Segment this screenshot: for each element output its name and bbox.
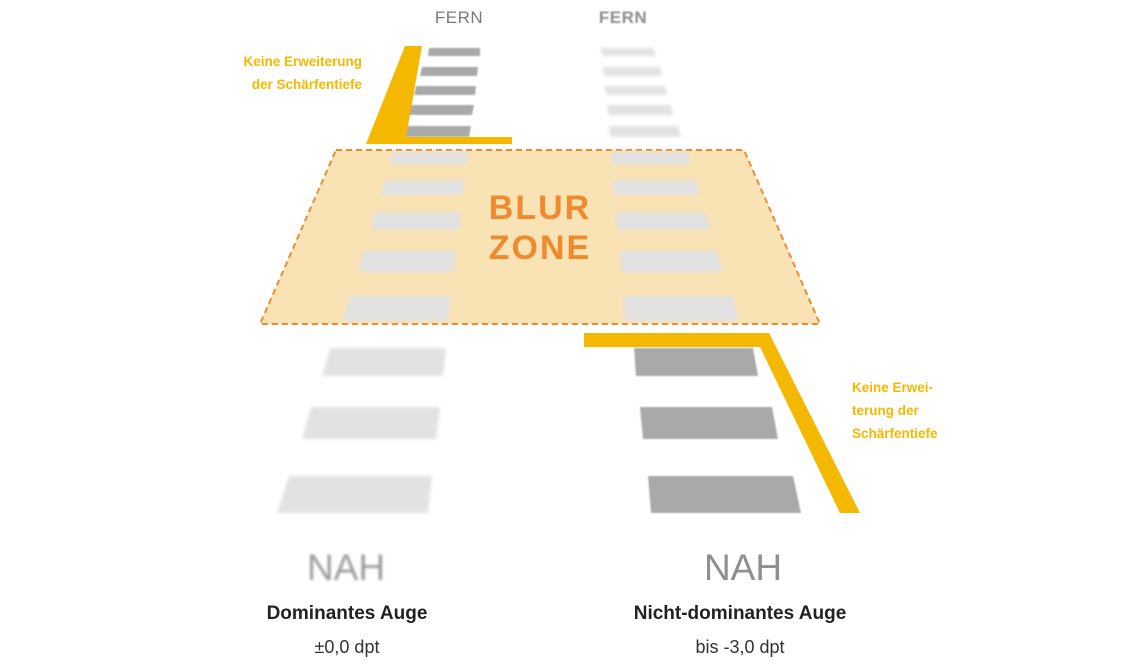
- road-bar-blurred: [302, 407, 440, 439]
- note-line: terung der: [852, 403, 919, 418]
- road-bar-sharp: [420, 67, 478, 76]
- note-line: der Schärfentiefe: [251, 77, 362, 92]
- left-eye-title: Dominantes Auge: [266, 603, 428, 624]
- road-bars-front: [277, 152, 801, 513]
- road-bar-blurred: [611, 152, 690, 164]
- left-far-label: FERN: [434, 8, 484, 27]
- road-bar-blurred: [609, 126, 681, 137]
- road-bar-blurred: [277, 476, 432, 513]
- road-bar-blurred: [624, 296, 738, 321]
- road-bar-blurred: [616, 212, 709, 230]
- left-near-label: NAH: [306, 547, 386, 588]
- right-eye-title: Nicht-dominantes Auge: [633, 603, 847, 624]
- left-eye-sharp-range-bracket: [366, 46, 512, 144]
- road-bar-blurred: [601, 48, 655, 56]
- note-line: Keine Erwei-: [852, 380, 934, 395]
- road-bar-sharp: [428, 48, 480, 56]
- left-eye-power: ±0,0 dpt: [314, 637, 380, 657]
- road-bar-blurred: [381, 180, 465, 195]
- left-eye-depth-note: Keine Erweiterung der Schärfentiefe: [243, 50, 362, 96]
- road-bar-blurred: [343, 296, 451, 321]
- note-line: Schärfentiefe: [852, 426, 938, 441]
- road-bar-sharp: [407, 105, 474, 115]
- right-eye-sharp-range-bracket: [584, 333, 860, 513]
- blur-zone-line: ZONE: [488, 229, 592, 267]
- right-far-label: FERN: [598, 8, 648, 27]
- road-bar-blurred: [613, 180, 699, 195]
- road-bar-sharp: [400, 126, 471, 137]
- road-bar-blurred: [358, 251, 456, 272]
- blur-zone-line: BLUR: [488, 189, 592, 227]
- road-bars-behind: [400, 48, 681, 137]
- road-bar-blurred: [371, 212, 461, 230]
- road-bar-sharp: [414, 86, 476, 95]
- road-bar-blurred: [322, 348, 446, 376]
- right-eye-depth-note: Keine Erwei- terung der Schärfentiefe: [852, 376, 938, 445]
- road-bar-blurred: [605, 86, 667, 95]
- road-bar-sharp: [640, 407, 778, 439]
- note-line: Keine Erweiterung: [243, 54, 362, 69]
- road-bar-blurred: [603, 67, 662, 76]
- road-bar-blurred: [607, 105, 673, 115]
- road-bar-sharp: [648, 476, 801, 513]
- road-bar-blurred: [390, 152, 468, 164]
- blur-zone-label: BLUR ZONE: [480, 188, 600, 268]
- right-eye-power: bis -3,0 dpt: [695, 637, 785, 657]
- right-near-label: NAH: [703, 547, 783, 588]
- road-bar-sharp: [634, 348, 758, 376]
- road-bar-blurred: [620, 251, 722, 272]
